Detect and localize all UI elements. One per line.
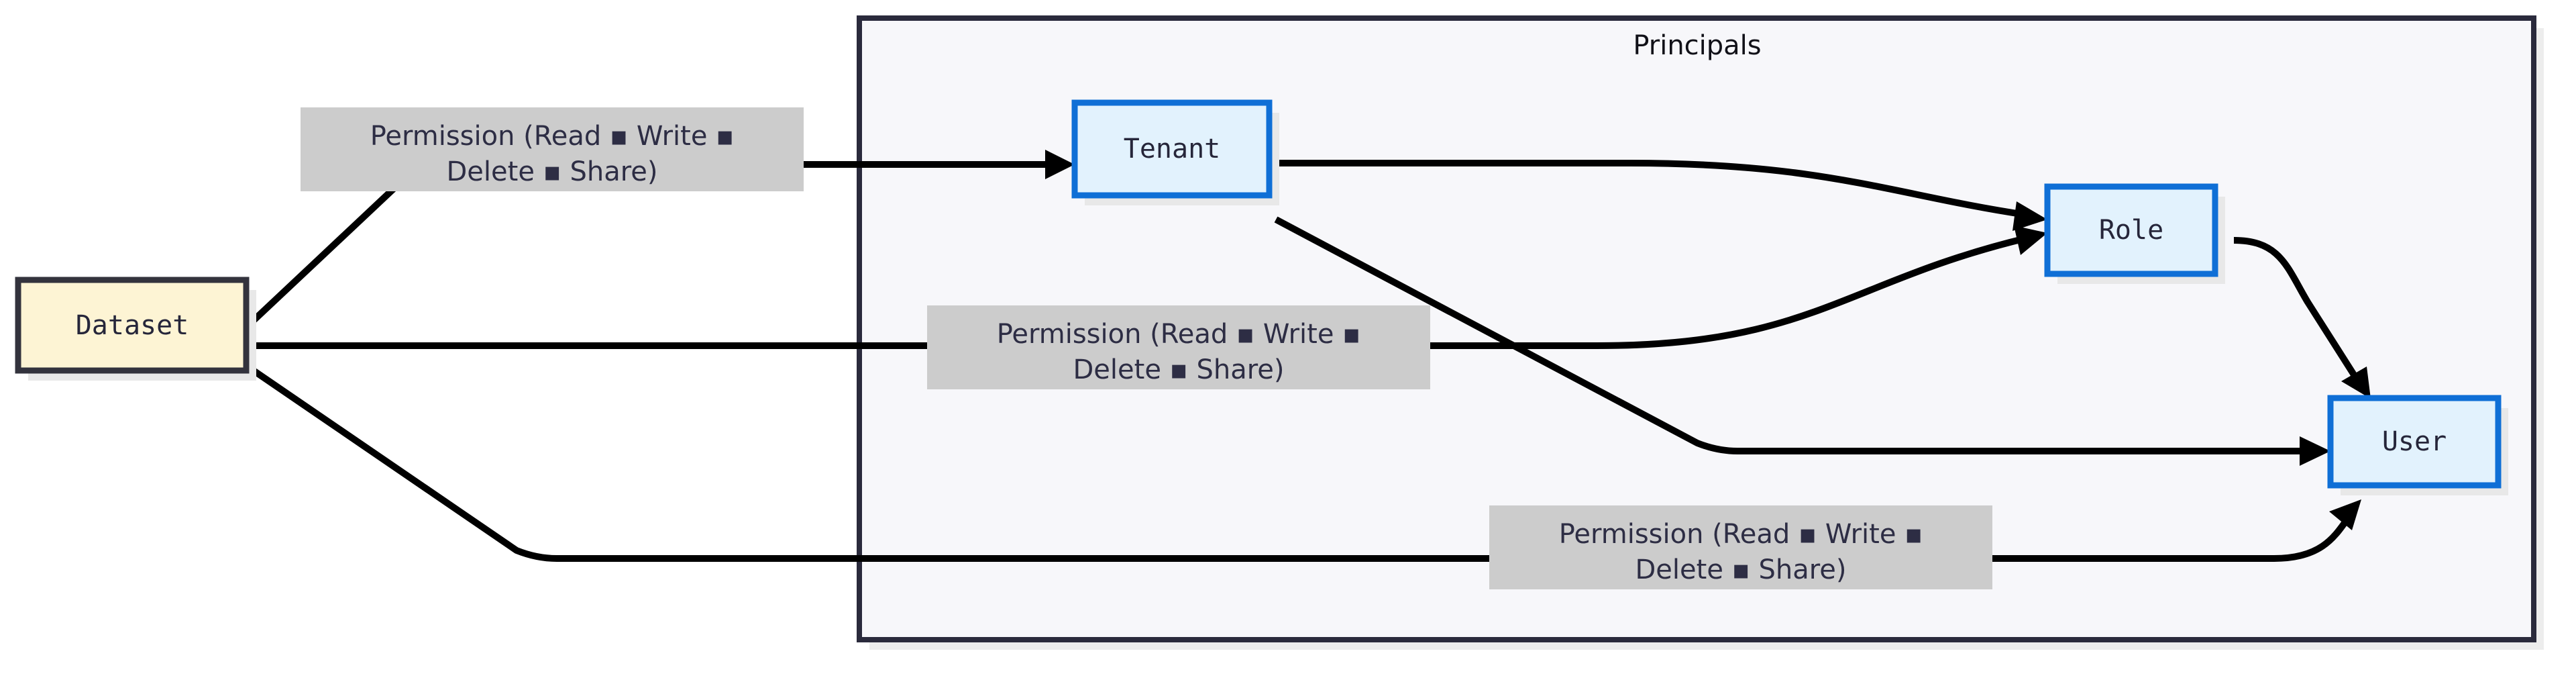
edge-label-1-line1: Permission (Read ▪ Write ▪ [370, 121, 735, 152]
edge-label-dataset-tenant: Permission (Read ▪ Write ▪ Delete ▪ Shar… [301, 107, 804, 191]
node-tenant[interactable]: Tenant [1071, 99, 1279, 205]
edge-dataset-to-user [248, 364, 2361, 562]
edge-label-3-line2: Delete ▪ Share) [1635, 554, 1847, 585]
edge-label-2-line1: Permission (Read ▪ Write ▪ [997, 319, 1361, 350]
arrowhead-tenant-in [1045, 150, 1075, 179]
node-user-box[interactable] [2327, 395, 2502, 489]
node-dataset-box[interactable] [15, 277, 250, 374]
arrowhead-role-in-upper [2012, 201, 2047, 231]
node-tenant-label: Tenant [1124, 134, 1221, 164]
edge-tenant-to-user [1274, 216, 2330, 466]
node-dataset[interactable]: Dataset [15, 277, 256, 381]
edge-path-dataset-user [248, 364, 2351, 562]
node-role-box[interactable] [2044, 183, 2218, 277]
arrowhead-user-in-left [2300, 436, 2330, 466]
node-dataset-label: Dataset [76, 310, 189, 341]
edge-role-to-user [2233, 237, 2371, 399]
edge-label-dataset-role: Permission (Read ▪ Write ▪ Delete ▪ Shar… [927, 305, 1430, 389]
node-user[interactable]: User [2327, 395, 2508, 495]
edge-tenant-to-role [1276, 160, 2047, 231]
edge-label-2-line2: Delete ▪ Share) [1073, 354, 1285, 385]
edge-path-role-user [2233, 237, 2358, 378]
edge-label-bg-1 [301, 107, 804, 191]
edge-label-bg-3 [1489, 505, 1992, 589]
node-user-label: User [2382, 426, 2447, 457]
edge-label-dataset-user: Permission (Read ▪ Write ▪ Delete ▪ Shar… [1489, 505, 1992, 589]
node-role[interactable]: Role [2044, 183, 2225, 284]
arrowhead-role-in-lower [2014, 226, 2047, 255]
node-tenant-box[interactable] [1071, 99, 1273, 199]
edge-label-3-line1: Permission (Read ▪ Write ▪ [1559, 519, 1923, 550]
node-role-label: Role [2099, 215, 2163, 246]
cluster-title-principals: Principals [1633, 30, 1761, 61]
edge-path-dataset-role [250, 235, 2027, 349]
edge-path-tenant-role [1276, 160, 2027, 218]
edge-label-bg-2 [927, 305, 1430, 389]
edge-path-tenant-user [1274, 216, 2308, 454]
arrowhead-user-in-top [2341, 367, 2371, 399]
arrowhead-user-in-bottom [2329, 499, 2361, 530]
edge-dataset-to-role [250, 226, 2047, 349]
edge-label-1-line2: Delete ▪ Share) [447, 156, 658, 187]
